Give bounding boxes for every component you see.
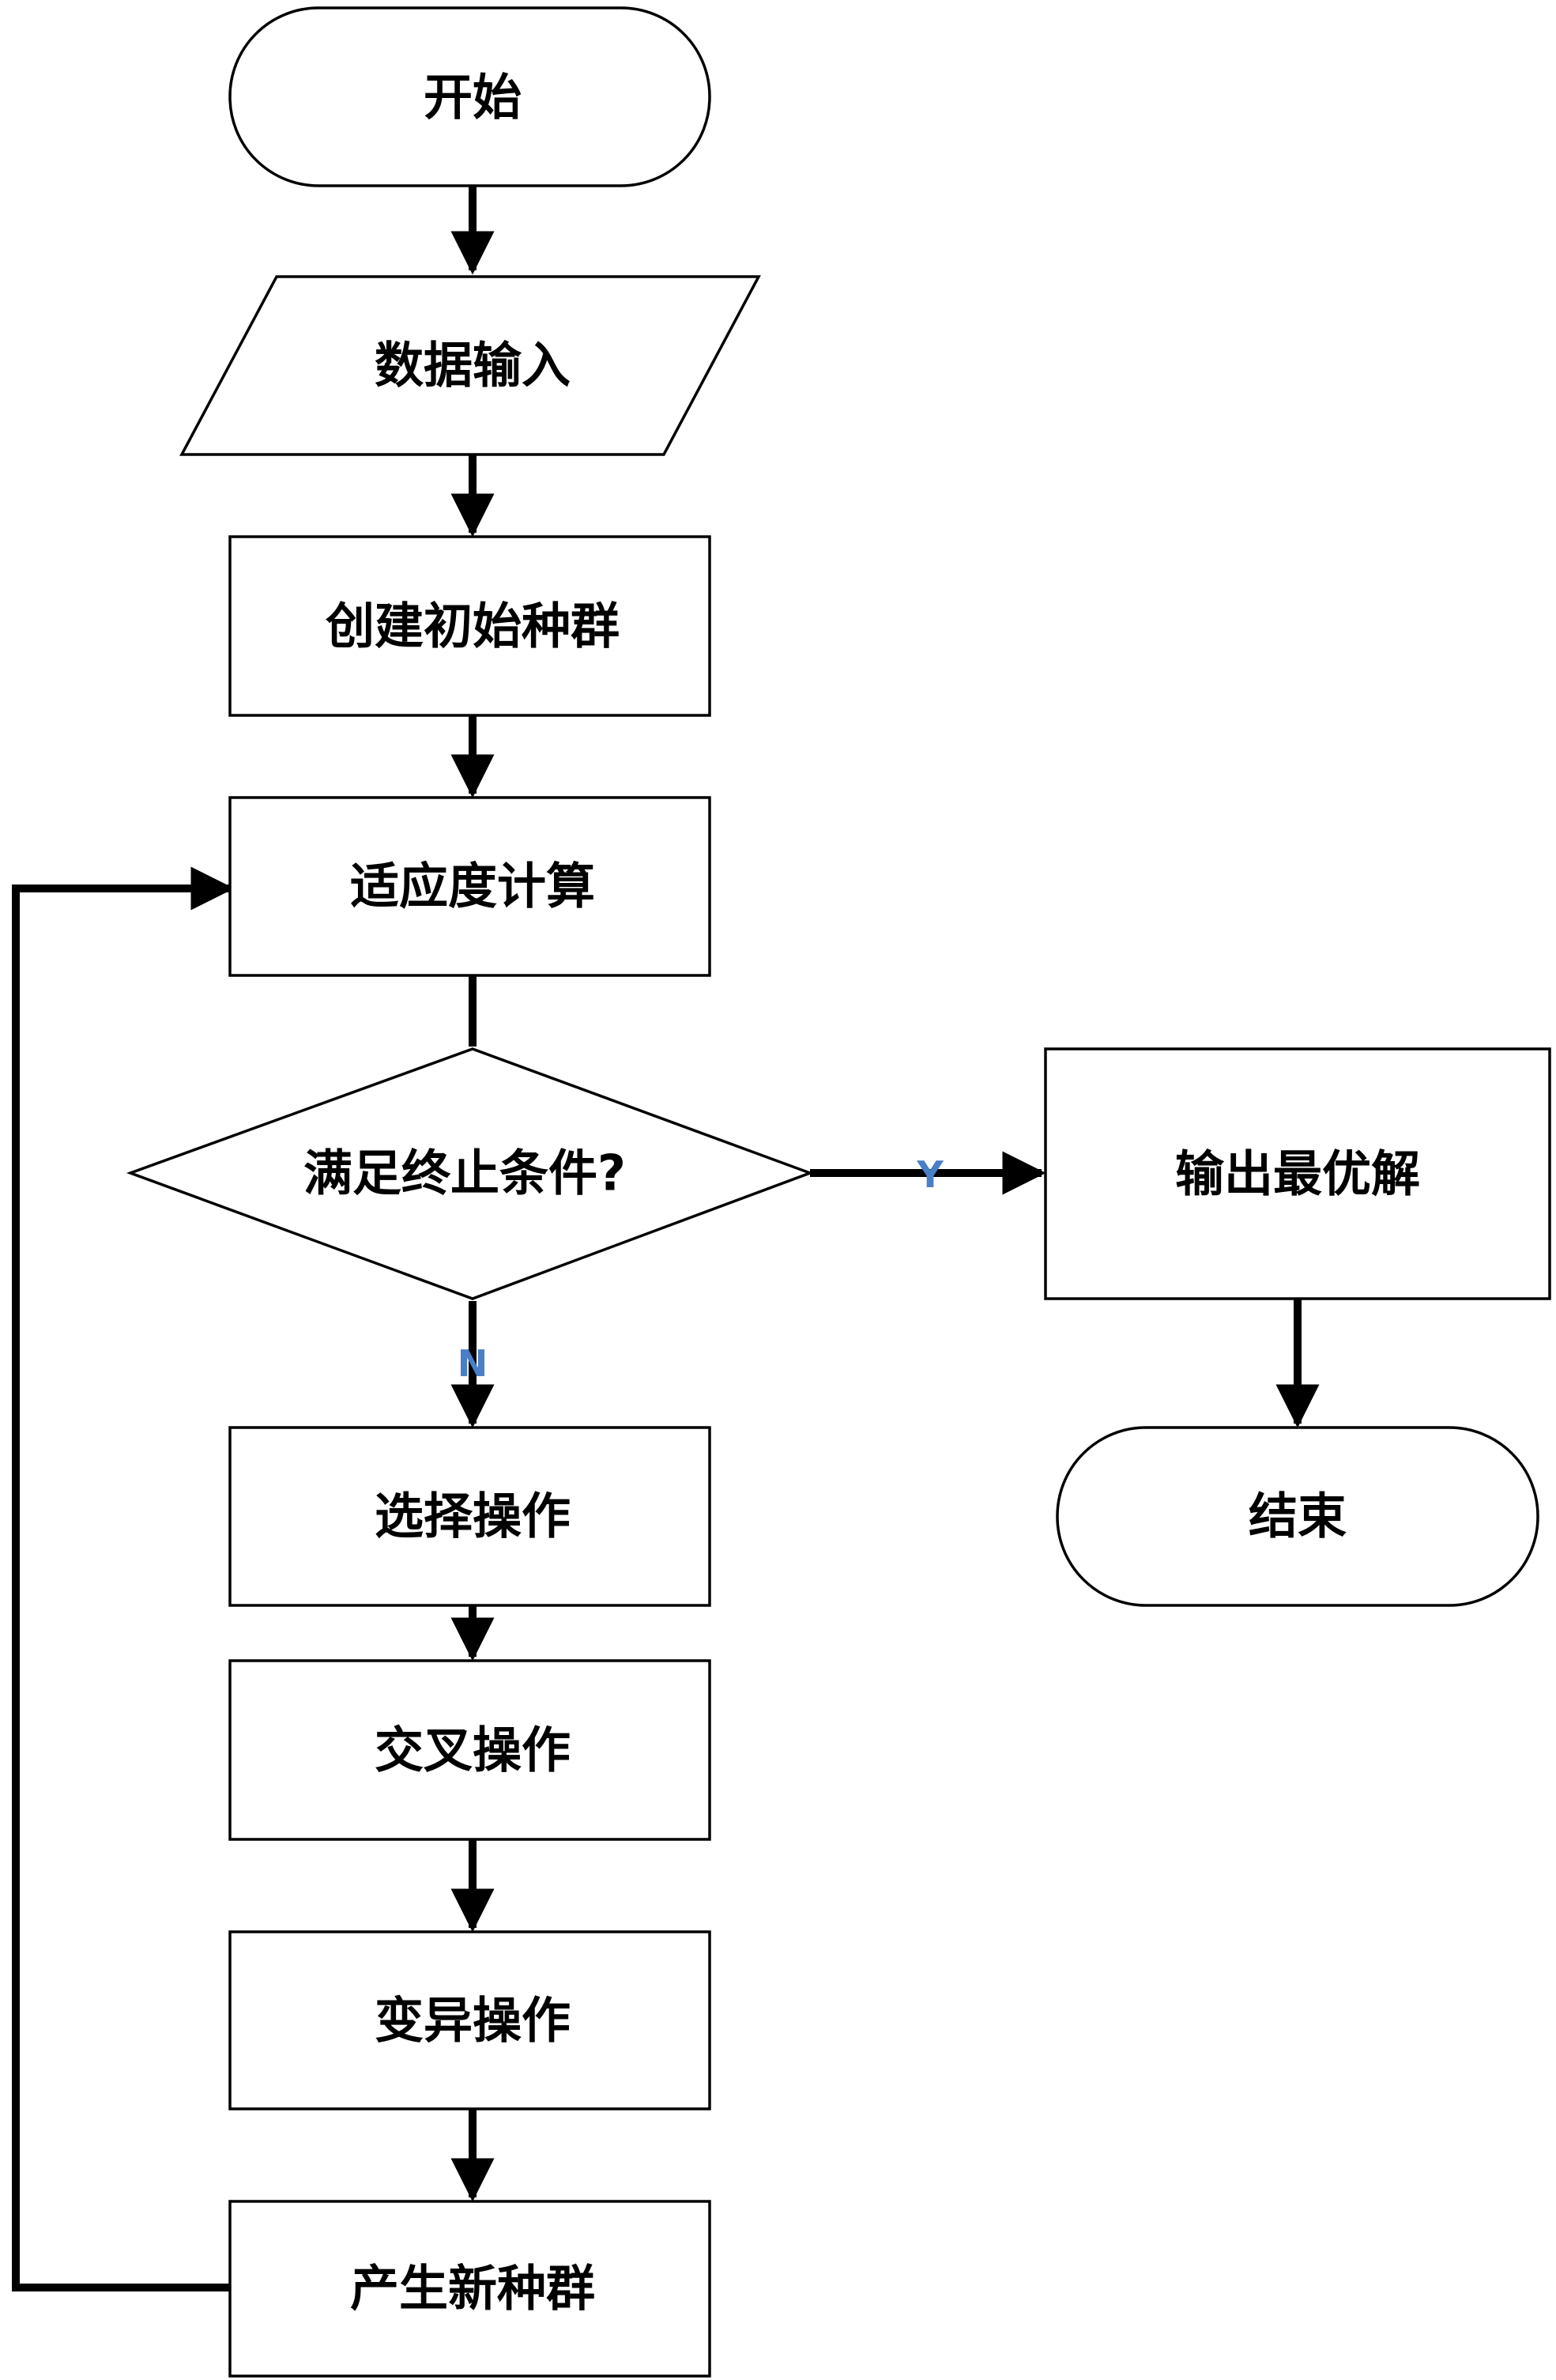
terminator-shape (1056, 1426, 1539, 1607)
process-shape (228, 1426, 711, 1607)
node-crossover: 交叉操作 (228, 1659, 711, 1841)
node-new-population: 产生新种群 (228, 2200, 711, 2378)
node-end-label: 结束 (1249, 1488, 1347, 1545)
edge-label-no: N (458, 1342, 488, 1385)
terminator-shape (228, 6, 711, 187)
process-shape (228, 796, 711, 977)
node-new-population-label: 产生新种群 (350, 2260, 595, 2318)
node-mutation-label: 变异操作 (375, 1992, 571, 2050)
process-shape (228, 1659, 711, 1841)
node-selection: 选择操作 (228, 1426, 711, 1607)
process-shape (228, 1930, 711, 2110)
node-mutation: 变异操作 (228, 1930, 711, 2110)
node-crossover-label: 交叉操作 (375, 1722, 571, 1779)
node-fitness-label: 适应度计算 (350, 858, 595, 915)
node-decision-label: 满足终止条件? (303, 1145, 626, 1202)
node-output-best-label: 输出最优解 (1175, 1145, 1420, 1203)
node-start: 开始 (228, 6, 711, 187)
node-create-population: 创建初始种群 (228, 535, 711, 717)
node-create-population-label: 创建初始种群 (326, 598, 620, 655)
node-data-input: 数据输入 (179, 275, 761, 456)
process-shape (228, 2200, 711, 2378)
node-decision: 满足终止条件? (126, 1047, 815, 1300)
node-selection-label: 选择操作 (375, 1488, 571, 1545)
process-shape (1044, 1047, 1551, 1300)
node-start-label: 开始 (424, 69, 522, 126)
node-end: 结束 (1056, 1426, 1539, 1607)
edges (12, 183, 1320, 2291)
decision-diamond-shape (126, 1047, 815, 1300)
edge-loop-back-to-fitness (12, 866, 235, 2291)
process-shape (228, 535, 711, 717)
node-data-input-label: 数据输入 (375, 337, 571, 394)
io-parallelogram-shape (179, 275, 761, 456)
node-output-best: 输出最优解 (1044, 1047, 1551, 1300)
edge-label-yes: Y (916, 1153, 944, 1196)
node-fitness: 适应度计算 (228, 796, 711, 977)
